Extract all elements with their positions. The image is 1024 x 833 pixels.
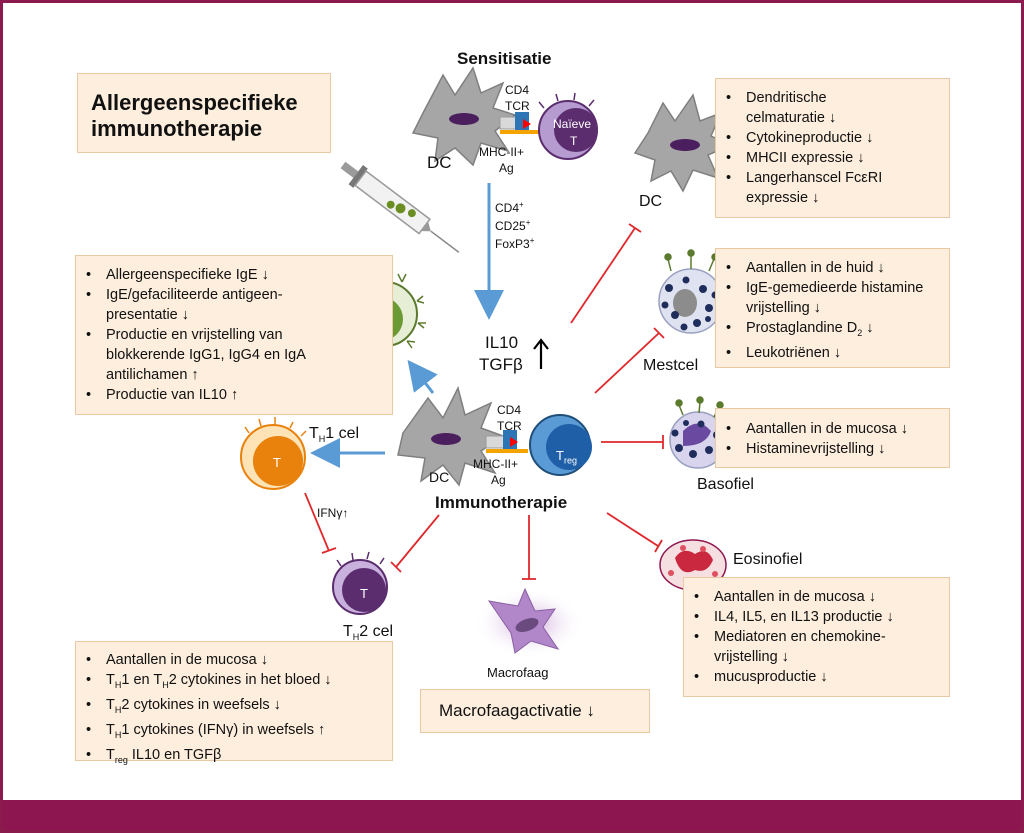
th-effects-box: Aantallen in de mucosa ↓ TH1 en TH2 cyto… (75, 641, 393, 765)
bcell-effects-box: Allergeenspecifieke IgE ↓ IgE/gefacilite… (75, 255, 393, 415)
up-arrow-icon (533, 338, 549, 369)
th-effect-5: Treg IL10 en TGFβ (86, 745, 392, 770)
title-line1: Allergeenspecifieke (91, 90, 298, 115)
cd4-top-label: CD4 (505, 83, 530, 97)
dc-top-label: DC (427, 153, 452, 172)
tcr-center-label: TCR (497, 419, 522, 433)
mast-cell (658, 249, 724, 334)
th2-letter: T (360, 586, 368, 601)
treg-label: Treg (556, 448, 577, 466)
sensitisatie-heading: Sensitisatie (457, 49, 552, 68)
dendritic-cell-top (411, 66, 517, 167)
diagram-canvas (240, 66, 733, 658)
eosinofiel-label: Eosinofiel (733, 551, 803, 568)
macrofaag-effects-box: Macrofaagactivatie ↓ (420, 689, 650, 733)
eosinofiel-effect-3: Mediatoren en chemokine-vrijstelling ↓ (694, 627, 914, 667)
mestcel-effect-2: IgE-gemedieerde histamine vrijstelling ↓ (726, 278, 946, 318)
syringe-icon (340, 161, 460, 253)
tcr-top-label: TCR (505, 99, 530, 113)
dc-right-label: DC (639, 193, 663, 210)
marker-foxp3: FoxP3+ (495, 236, 535, 251)
bcell-effect-2: IgE/gefaciliteerde antigeen-presentatie … (86, 285, 316, 325)
naive-t-cell (538, 92, 598, 160)
title-box: Allergeenspecifieke immunotherapie (77, 73, 331, 153)
basofiel-effect-2: Histaminevrijstelling ↓ (726, 439, 949, 459)
dc-effects-box: Dendritische celmaturatie ↓ Cytokineprod… (715, 78, 950, 218)
th1-letter: T (273, 455, 281, 470)
eosinofiel-effects-box: Aantallen in de mucosa ↓ IL4, IL5, en IL… (683, 577, 950, 697)
cd4-center-label: CD4 (497, 403, 522, 417)
mestcel-effect-3: Prostaglandine D2 ↓ (726, 318, 949, 343)
marker-cd25: CD25+ (495, 218, 531, 233)
macrofaag-label: Macrofaag (487, 665, 549, 680)
mestcel-label: Mestcel (643, 357, 699, 374)
dendritic-cell-right (633, 93, 733, 193)
eosinofiel-effect-4: mucusproductie ↓ (694, 667, 949, 687)
th-effect-3: TH2 cytokines in weefsels ↓ (86, 695, 392, 720)
eosinofiel-effect-2: IL4, IL5, en IL13 productie ↓ (694, 607, 949, 627)
dc-effect-1: Dendritische celmaturatie ↓ (726, 88, 896, 128)
mestcel-effect-1: Aantallen in de huid ↓ (726, 258, 949, 278)
th2-cell (332, 551, 388, 615)
dc-effect-4: Langerhanscel FcεRI expressie ↓ (726, 168, 936, 208)
basofiel-effects-box: Aantallen in de mucosa ↓ Histaminevrijst… (715, 408, 950, 468)
dc-center-label: DC (429, 469, 450, 485)
bcell-effect-3: Productie en vrijstelling van blokkerend… (86, 325, 361, 385)
marker-cd4: CD4+ (495, 200, 524, 215)
immunotherapie-heading: Immunotherapie (435, 493, 568, 512)
basophil-cell (669, 396, 727, 469)
inhibition-lines (304, 223, 665, 580)
tgfb-label: TGFβ (479, 355, 523, 374)
mhc-top-label: MHC-II+ (479, 145, 524, 159)
treg-cell (529, 414, 592, 476)
footer-bar (3, 800, 1021, 830)
mhc-center-label: MHC-II+ (473, 457, 518, 471)
th-effect-2: TH1 en TH2 cytokines in het bloed ↓ (86, 670, 392, 695)
th1-cell (240, 417, 307, 490)
title-line2: immunotherapie (91, 116, 263, 141)
bcell-effect-4: Productie van IL10 ↑ (86, 385, 392, 405)
dendritic-cell-center (397, 385, 505, 487)
mestcel-effects-box: Aantallen in de huid ↓ IgE-gemedieerde h… (715, 248, 950, 368)
mestcel-effect-4: Leukotriënen ↓ (726, 343, 949, 363)
th1-label: TH1 cel (309, 425, 360, 445)
tcr-complex-top (499, 112, 545, 134)
arrow-to-b-cell (407, 359, 438, 394)
eosinofiel-effect-1: Aantallen in de mucosa ↓ (694, 587, 949, 607)
th-effect-4: TH1 cytokines (IFNγ) in weefsels ↑ (86, 720, 392, 745)
tcr-complex-center (485, 430, 528, 453)
il10-label: IL10 (485, 333, 519, 352)
dc-effect-3: MHCII expressie ↓ (726, 148, 949, 168)
dc-effect-2: Cytokineproductie ↓ (726, 128, 949, 148)
ifn-label: IFNγ↑ (317, 506, 349, 520)
th2-label: TH2 cel (343, 623, 394, 643)
macrofaag-effect: Macrofaagactivatie ↓ (439, 701, 595, 720)
th-effect-1: Aantallen in de mucosa ↓ (86, 650, 392, 670)
macrophage-cell (474, 587, 584, 658)
ag-center-label: Ag (491, 473, 506, 487)
naive-label-2: T (570, 134, 578, 148)
ag-top-label: Ag (499, 161, 514, 175)
bcell-effect-1: Allergeenspecifieke IgE ↓ (86, 265, 392, 285)
basofiel-label: Basofiel (697, 476, 754, 493)
basofiel-effect-1: Aantallen in de mucosa ↓ (726, 419, 949, 439)
naive-label-1: Naïeve (553, 117, 592, 131)
